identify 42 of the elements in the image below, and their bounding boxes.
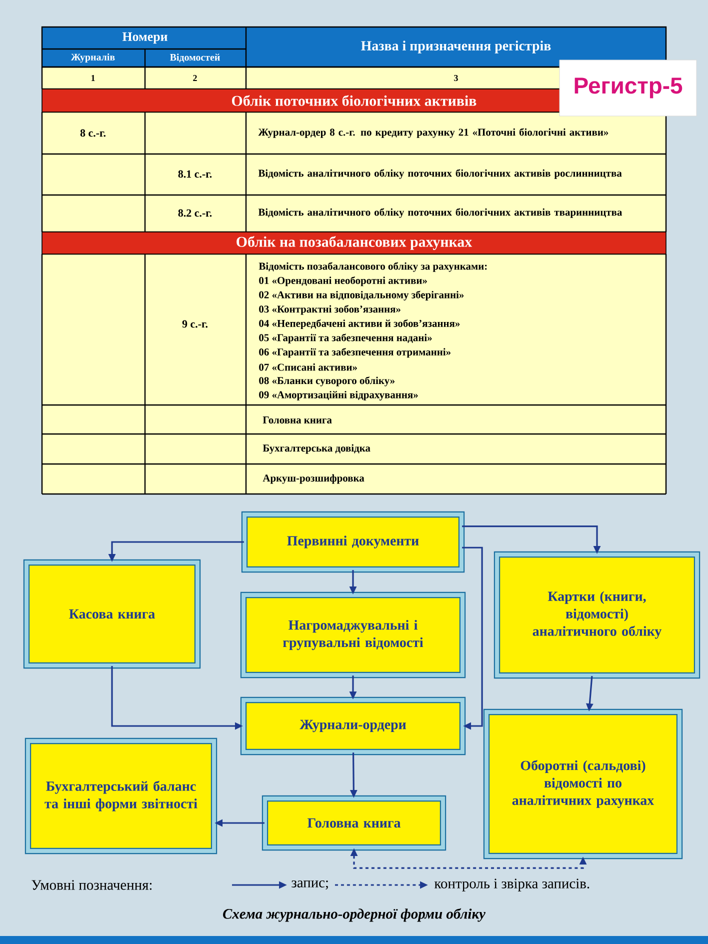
legend-text: запис; <box>292 880 328 890</box>
table-cell: Журнал-ордер 8 с.-г. по кредиту рахунку 21 «Поточні біологічні активи» <box>258 128 608 138</box>
table-cell: 3 <box>454 75 458 82</box>
header-cell: Журналів <box>70 53 115 63</box>
process-box: Касова книга <box>23 559 201 669</box>
table-cell: 05 «Гарантії та забезпечення надані» <box>259 334 432 344</box>
process-box: Нагромаджувальні і групувальні відомості <box>240 592 466 678</box>
header-cell: Номери <box>122 32 168 44</box>
process-box: Журнали-ордери <box>240 696 466 756</box>
header-cell: Назва і призначення регістрів <box>361 40 551 54</box>
table-cell: 09 «Амортизаційні відрахування» <box>259 390 418 400</box>
table-cell: Головна книга <box>262 416 332 424</box>
process-box: Первинні документи <box>241 511 465 573</box>
table-cell: 8.1 с.-г. <box>178 170 212 178</box>
process-box: Оборотні (сальдові) відомості по аналітичних рахунках <box>483 708 683 860</box>
table-cell: 9 с.-г. <box>182 320 208 328</box>
table-cell: Бухгалтерська довідка <box>262 444 370 454</box>
process-box: Бухгалтерський баланс та інші форми звітності <box>24 738 218 854</box>
table-cell: 8.2 с.-г. <box>178 209 212 217</box>
table-cell: 01 «Орендовані необоротні активи» <box>259 276 427 286</box>
header-cell: Відомостей <box>170 54 220 62</box>
table-cell: 03 «Контрактні зобов’язання» <box>259 305 400 315</box>
table-cell: 08 «Бланки суворого обліку» <box>259 376 395 386</box>
caption: Схема журнально-ордерної форми обліку <box>223 908 486 922</box>
arrow <box>462 546 483 730</box>
series-badge: Регистр-5 <box>559 60 697 116</box>
table-cell: Аркуш-розшифровка <box>262 474 364 484</box>
process-box: Картки (книги, відомості) аналітичного обліку <box>494 551 700 679</box>
table-cell: Відомість позабалансового обліку за рахунками: <box>258 262 487 272</box>
section-band: Облік на позабалансових рахунках <box>42 232 666 254</box>
table-cell: 8 с.-г. <box>80 129 106 137</box>
table-cell: Відомість аналітичного обліку поточних біологічних активів рослинництва <box>258 169 622 179</box>
legend-title: Умовні позначення: <box>32 880 152 890</box>
process-box: Головна книга <box>262 795 446 851</box>
table-cell: Відомість аналітичного обліку поточних біологічних активів тваринництва <box>258 208 622 218</box>
table-cell: 1 <box>91 75 95 81</box>
table-cell: 07 «Списані активи» <box>259 363 357 371</box>
legend-text: контроль і звірка записів. <box>434 878 590 892</box>
table-cell: 2 <box>193 75 197 81</box>
table-cell: 04 «Непередбачені активи й зобов’язання» <box>259 319 460 330</box>
table-cell: 02 «Активи на відповідальному зберіганні» <box>259 290 464 300</box>
table-cell: 06 «Гарантії та забезпечення отриманні» <box>259 348 450 358</box>
